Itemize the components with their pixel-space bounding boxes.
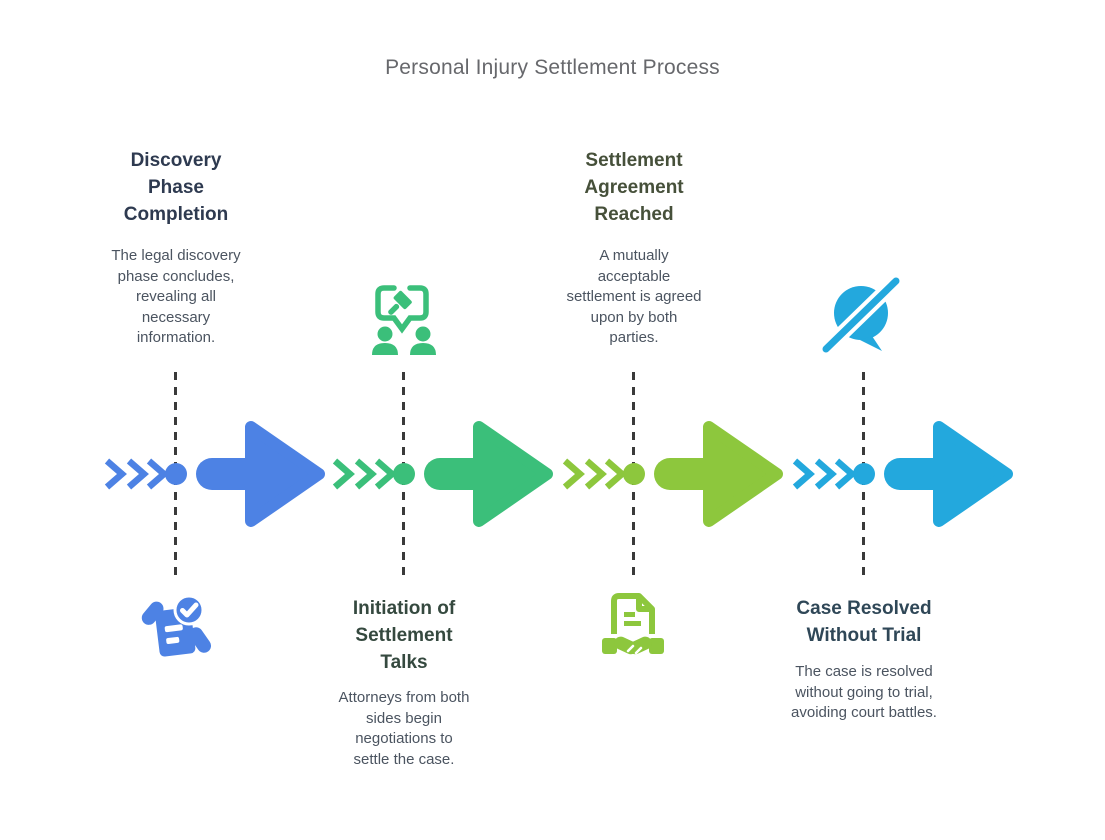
arrow-right-icon (424, 421, 553, 527)
stage-heading: Initiation of Settlement Talks (352, 598, 456, 673)
stage-description: The legal discovery phase concludes, rev… (111, 247, 241, 346)
stage-description: Attorneys from both sides begin negotiat… (338, 689, 470, 768)
stage-heading: Settlement Agreement Reached (584, 150, 684, 225)
timeline-dot (623, 463, 645, 485)
negotiation-people-gavel-icon (372, 285, 436, 355)
timeline-segment (562, 421, 783, 527)
document-check-hands-icon (141, 594, 212, 657)
timeline-segment (792, 421, 1013, 527)
chevrons-icon (104, 458, 169, 490)
timeline-dot (393, 463, 415, 485)
chevrons-icon (562, 458, 627, 490)
timeline-dot (853, 463, 875, 485)
page-title: Personal Injury Settlement Process (385, 56, 720, 79)
arrow-right-icon (654, 421, 783, 527)
no-trial-speech-slash-icon (820, 276, 904, 356)
arrow-right-icon (884, 421, 1013, 527)
timeline-segment (104, 421, 325, 527)
stage-description: The case is resolved without going to tr… (791, 663, 937, 721)
document-handshake-icon (602, 593, 664, 655)
chevrons-icon (332, 458, 397, 490)
arrow-right-icon (196, 421, 325, 527)
timeline-segment (332, 421, 553, 527)
timeline-dot (165, 463, 187, 485)
stage-heading: Case Resolved Without Trial (796, 598, 932, 646)
stage-description: A mutually acceptable settlement is agre… (566, 247, 702, 346)
stage-heading: Discovery Phase Completion (123, 150, 229, 225)
chevrons-icon (792, 458, 857, 490)
